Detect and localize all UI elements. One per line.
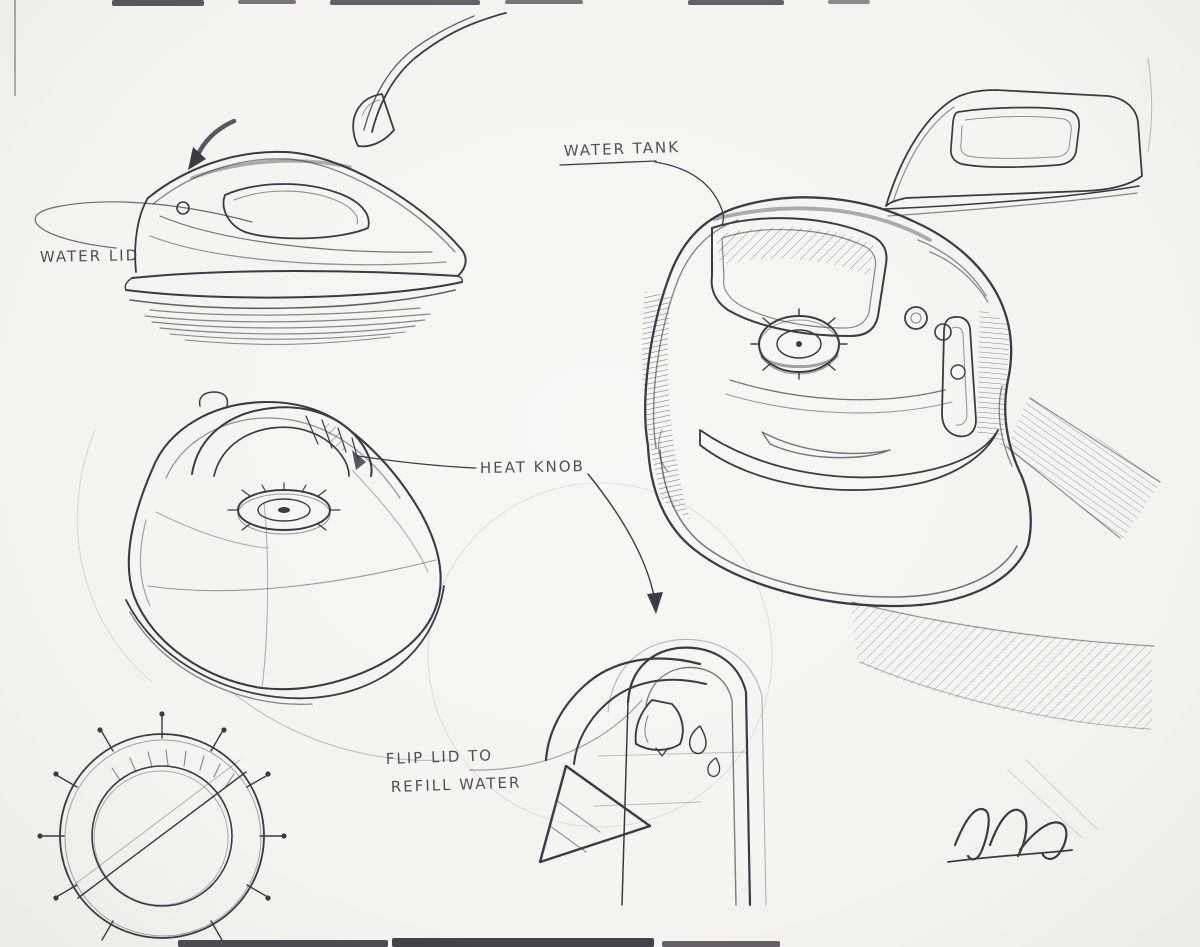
dial-inner-hatch xyxy=(111,749,235,787)
water-tank-window xyxy=(710,217,888,337)
loop-leader xyxy=(231,691,449,761)
iron-side-view-sketch xyxy=(34,12,507,345)
handle-opening xyxy=(222,183,370,240)
thumbnail-window xyxy=(950,106,1080,168)
flip-lid-detail-sketch xyxy=(427,482,773,907)
handle-edge xyxy=(699,429,999,491)
rear-module xyxy=(941,308,1010,446)
dial-top-view-sketch xyxy=(37,711,287,941)
iron-body-outline xyxy=(147,150,467,277)
flip-lid-label-line2: REFILL WATER xyxy=(391,773,522,796)
scan-edge-artifacts xyxy=(14,0,870,947)
soleplate-shadow-hatch xyxy=(144,307,431,345)
water-drops xyxy=(688,725,721,778)
water-tank-callout xyxy=(559,160,725,226)
board-edge-hatching xyxy=(850,395,1162,730)
rear-body-outline xyxy=(127,400,442,691)
dial-ticks xyxy=(37,711,287,941)
rear-handle xyxy=(191,406,373,477)
soleplate xyxy=(131,270,459,279)
flip-arrow xyxy=(538,657,707,864)
flip-lid-label-line1: FLIP LID TO xyxy=(386,746,494,768)
artist-signature xyxy=(947,759,1099,863)
iron-profile-thumbnail-sketch xyxy=(883,57,1153,217)
water-tank-label: WATER TANK xyxy=(564,138,681,160)
steam-button xyxy=(904,306,928,330)
iron-rear-view-sketch xyxy=(76,391,445,705)
rotate-arrow xyxy=(188,118,237,170)
water-lid-label: WATER LID xyxy=(40,246,140,266)
leader-arrowhead xyxy=(647,592,663,614)
cord-boss xyxy=(352,93,395,148)
flip-lid-text-leader xyxy=(469,699,643,771)
water-lid-leader xyxy=(34,201,253,249)
open-water-lid xyxy=(634,699,684,757)
main-body-outline xyxy=(644,196,1032,608)
heat-knob-label: HEAT KNOB xyxy=(480,457,585,477)
iron-main-three-quarter-sketch xyxy=(642,196,1032,608)
heat-knob xyxy=(227,482,341,535)
temperature-dial xyxy=(750,308,848,380)
heat-knob-leader xyxy=(357,455,477,469)
flip-lid-leader-arrow xyxy=(587,473,655,597)
power-cord xyxy=(371,12,507,133)
